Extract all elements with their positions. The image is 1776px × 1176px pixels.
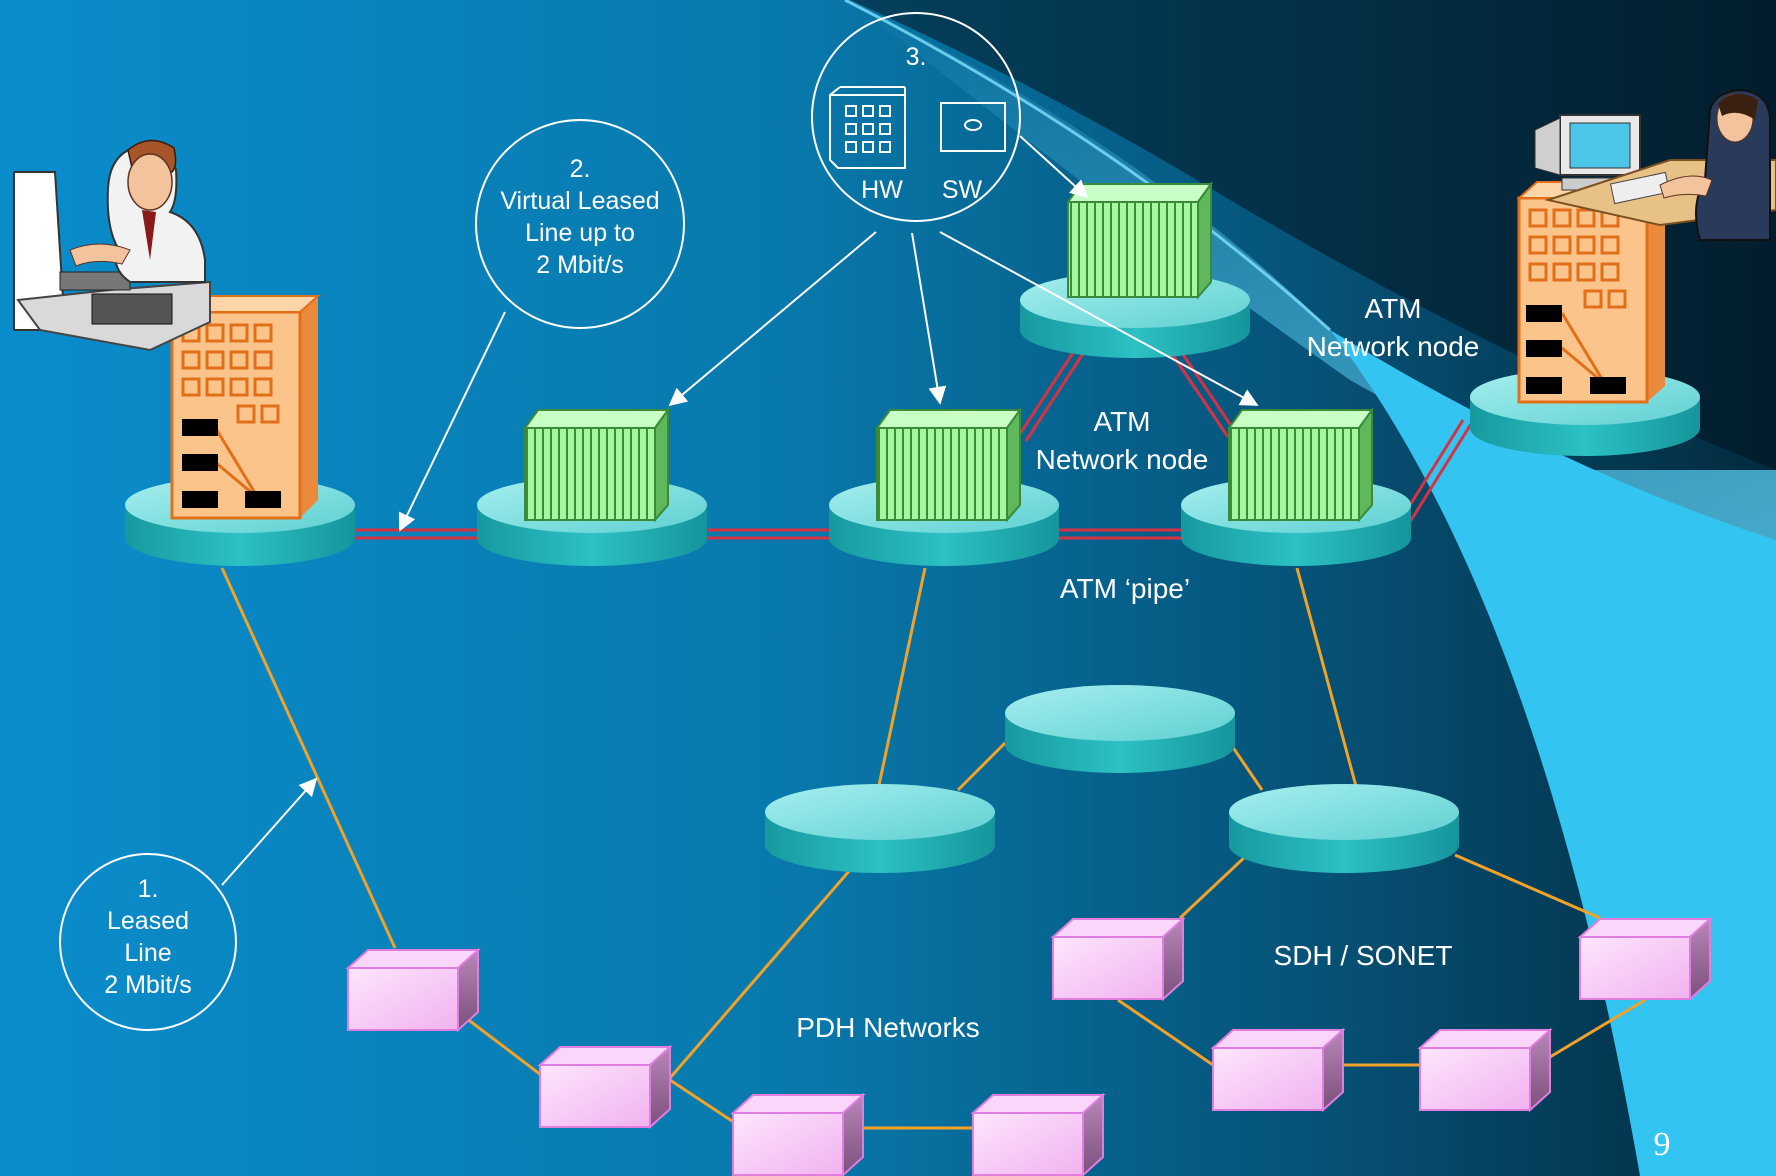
sdh-node-disc-left (765, 784, 995, 873)
callout-step-2: 2. Virtual Leased Line up to 2 Mbit/s (475, 119, 685, 329)
sdh-mux-box-icon (1577, 916, 1713, 1002)
pdh-mux-box-icon (730, 1092, 866, 1176)
step2-arrow (398, 311, 506, 532)
step2-line4: 2 Mbit/s (536, 251, 624, 279)
person-at-computer-icon (1534, 88, 1776, 241)
sdh-label: SDH / SONET (1274, 940, 1453, 971)
step2-line1: 2. (570, 155, 591, 183)
step1-line4: 2 Mbit/s (104, 971, 192, 999)
step3-title: 3. (906, 43, 927, 71)
software-disk-icon (940, 102, 1006, 152)
sdh-node-disc-top (1005, 685, 1235, 773)
atm-pipes (350, 340, 1473, 540)
atm-switch-icon (1066, 180, 1213, 300)
page-number: 9 (1654, 1126, 1671, 1163)
orange-links (220, 567, 1646, 1130)
atm-node-label-right-1: ATM (1364, 293, 1421, 324)
hardware-chip-icon (829, 86, 906, 169)
sdh-node-disc-right (1229, 784, 1459, 873)
pdh-mux-box-icon (537, 1044, 673, 1130)
light-beam (850, 0, 1776, 560)
callout-step-1: 1. Leased Line 2 Mbit/s (59, 853, 237, 1031)
step1-line2: Leased (107, 907, 189, 935)
atm-switch-icon (875, 406, 1022, 523)
atm-node-label-center-1: ATM (1093, 406, 1150, 437)
atm-node-label-right-2: Network node (1307, 331, 1480, 362)
sdh-mux-box-icon (1210, 1027, 1346, 1113)
atm-switch-icon (1227, 406, 1374, 523)
atm-switch-icon (523, 406, 670, 523)
pdh-mux-box-icon (970, 1092, 1106, 1176)
sw-label: SW (942, 176, 983, 204)
step2-line3: Line up to (525, 219, 635, 247)
step2-line2: Virtual Leased (500, 187, 659, 215)
callout-step-3: 3. HW SW (811, 12, 1021, 222)
hw-label: HW (861, 176, 903, 204)
person-at-computer-icon (13, 139, 211, 352)
sdh-mux-box-icon (1050, 916, 1186, 1002)
pdh-label: PDH Networks (796, 1012, 980, 1043)
atm-node-label-center-2: Network node (1036, 444, 1209, 475)
step3-arrows (668, 135, 1259, 407)
step1-line3: Line (124, 939, 171, 967)
sdh-mux-box-icon (1417, 1027, 1553, 1113)
office-building-icon (169, 295, 321, 520)
step1-line1: 1. (138, 875, 159, 903)
step1-arrow (221, 777, 318, 886)
atm-pipe-label: ATM ‘pipe’ (1060, 573, 1190, 604)
pdh-mux-box-icon (345, 947, 481, 1033)
